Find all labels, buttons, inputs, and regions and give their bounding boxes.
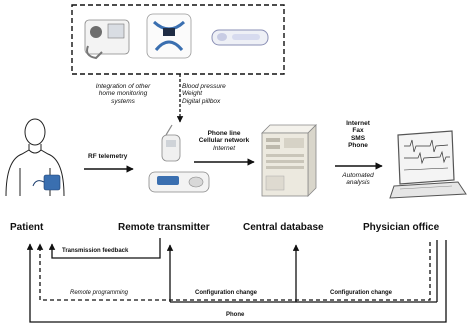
home-monitoring-box xyxy=(71,4,285,75)
node-physician-office: Physician office xyxy=(363,222,440,233)
top-box-caption: Integration of other home monitoring sys… xyxy=(78,83,168,105)
device-types: Blood pressure Weight Digital pillbox xyxy=(182,83,226,105)
caption-line-2: home monitoring xyxy=(98,90,148,98)
patient-figure-icon xyxy=(5,118,65,197)
digital-pillbox-icon xyxy=(211,29,269,46)
phone-label: Phone xyxy=(226,312,245,318)
automated-line-2: analysis xyxy=(346,179,370,187)
automated-analysis-label: Automated analysis xyxy=(333,172,383,187)
channel-internet: Internet xyxy=(346,120,370,127)
node-patient: Patient xyxy=(10,222,44,233)
weight-scale-icon xyxy=(146,13,192,59)
automated-line-1: Automated xyxy=(342,172,374,179)
laptop-icon xyxy=(389,130,467,199)
physician-channels: Internet Fax SMS Phone xyxy=(333,120,383,150)
node-remote-transmitter: Remote transmitter xyxy=(118,222,210,233)
configuration-change-right-label: Configuration change xyxy=(330,290,392,296)
phone-link-labels: Phone line Cellular network Internet xyxy=(194,130,254,152)
caption-line-3: systems xyxy=(111,97,135,105)
configuration-change-left-label: Configuration change xyxy=(195,290,257,296)
internet-italic-label: Internet xyxy=(212,144,236,152)
phone-line xyxy=(26,240,447,323)
node-central-database: Central database xyxy=(243,222,324,233)
remote-programming-label: Remote programming xyxy=(70,290,129,296)
device-type-blood-pressure: Blood pressure xyxy=(182,83,226,90)
channel-fax: Fax xyxy=(352,127,364,135)
channel-phone: Phone xyxy=(348,142,368,150)
bedside-transmitter-icon xyxy=(148,171,210,193)
server-cabinet-icon xyxy=(261,124,317,197)
remote-programming-line xyxy=(36,242,431,301)
implanted-device-icon xyxy=(32,174,61,191)
channel-sms: SMS xyxy=(350,134,366,142)
blood-pressure-monitor-icon xyxy=(84,19,130,60)
device-type-pillbox: Digital pillbox xyxy=(182,97,221,105)
device-type-weight: Weight xyxy=(182,90,203,98)
transmission-feedback-label: Transmission feedback xyxy=(62,248,129,254)
caption-line-1: Integration of other xyxy=(95,83,151,90)
transmission-feedback-line xyxy=(48,238,161,259)
rf-telemetry-label: RF telemetry xyxy=(88,153,128,160)
phone-line-label: Phone line xyxy=(207,130,241,137)
cellular-network-label: Cellular network xyxy=(198,137,250,145)
handheld-transmitter-icon xyxy=(161,124,181,162)
